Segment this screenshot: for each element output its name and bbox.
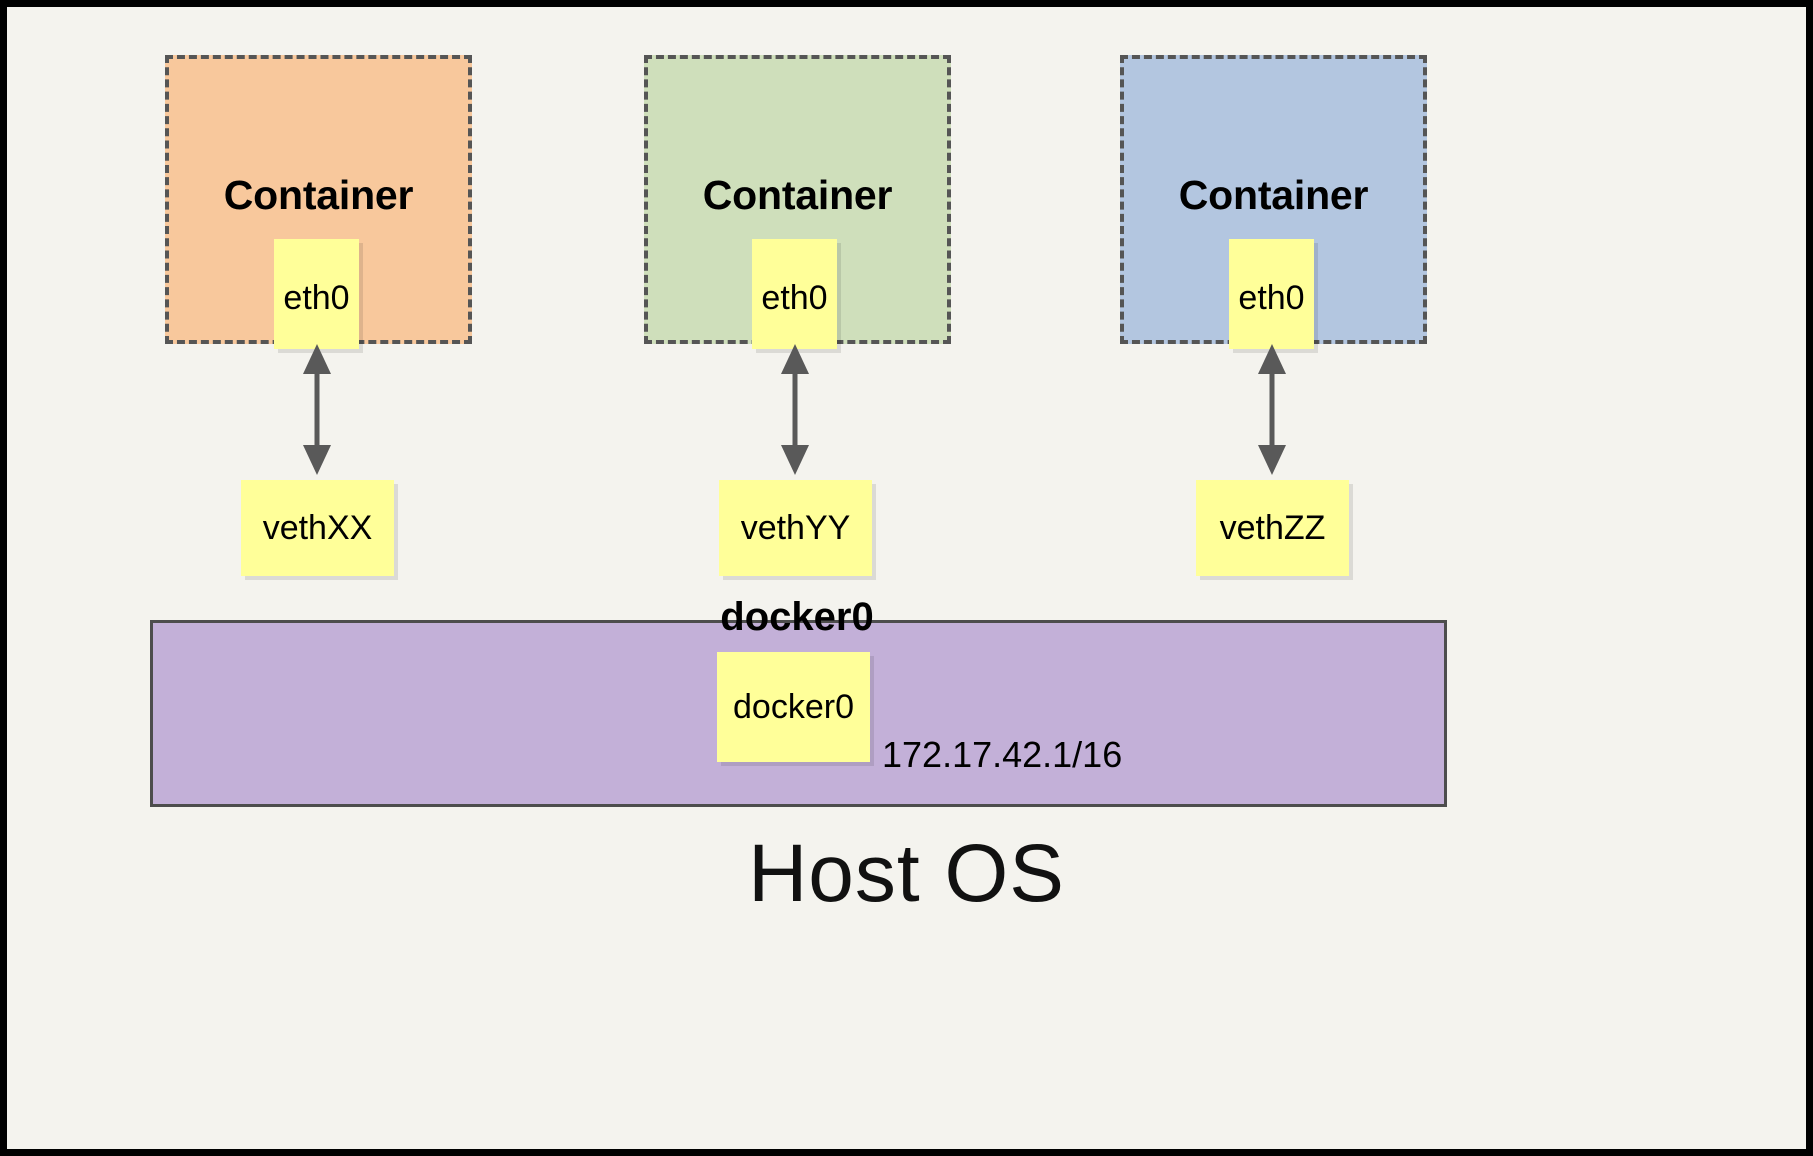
eth0-label-3: eth0 [1238, 279, 1305, 317]
docker0-ip-label: 172.17.42.1/16 [882, 734, 1123, 775]
eth0-box-1: eth0 [274, 239, 359, 349]
veth-box-1: vethXX [241, 480, 394, 576]
docker0-interface-label: docker0 [733, 688, 854, 726]
container-title-3: Container [1178, 172, 1369, 218]
veth-link-arrow-3 [1258, 344, 1286, 475]
veth-label-1: vethXX [262, 509, 373, 547]
veth-box-2: vethYY [719, 480, 872, 576]
container-title-1: Container [223, 172, 414, 218]
veth-box-3: vethZZ [1196, 480, 1349, 576]
veth-link-arrow-2 [781, 344, 809, 475]
docker0-bridge-label: docker0 [720, 595, 874, 639]
docker0-interface-box: docker0 [717, 652, 870, 762]
container-title-2: Container [702, 172, 893, 218]
veth-label-3: vethZZ [1219, 509, 1326, 547]
eth0-box-2: eth0 [752, 239, 837, 349]
eth0-label-2: eth0 [761, 279, 828, 317]
veth-link-arrow-1 [303, 344, 331, 475]
eth0-label-1: eth0 [283, 279, 350, 317]
eth0-box-3: eth0 [1229, 239, 1314, 349]
veth-label-2: vethYY [740, 509, 851, 547]
host-os-label: Host OS [748, 828, 1065, 919]
